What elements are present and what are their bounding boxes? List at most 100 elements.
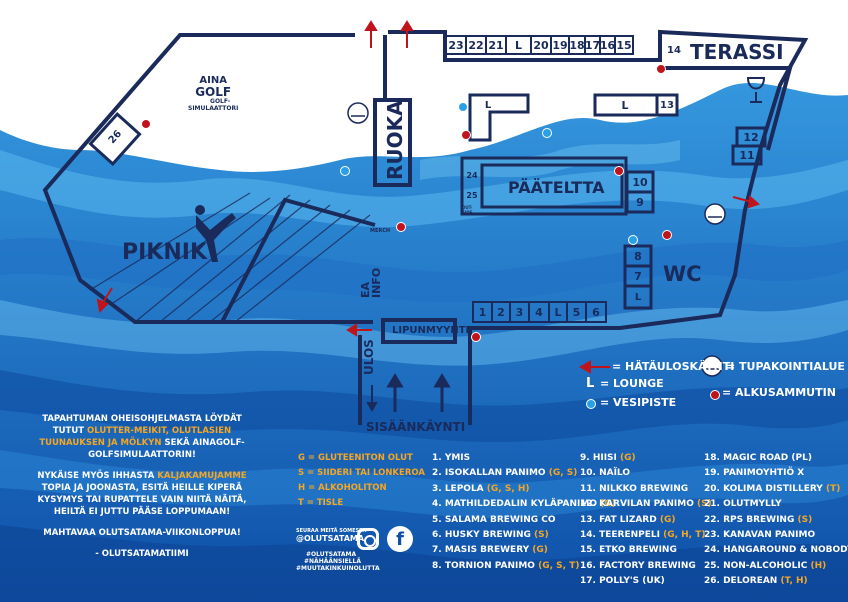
exhibitor-row: 16. FACTORY BREWING	[580, 559, 712, 574]
golf-logo-line2: GOLF	[195, 85, 232, 99]
exhibitor-row: 8. TORNION PANIMO (G, S, T)	[432, 559, 616, 574]
exhibitor-name: 2. ISOKALLAN PANIMO	[432, 468, 546, 479]
lounge-label: L	[621, 98, 629, 112]
booth-label: 10	[632, 175, 648, 189]
exhibitor-name: 3. LEPOLA	[432, 483, 484, 494]
info-p2: NYKÄISE MYÖS IHHASTA	[37, 471, 158, 481]
code-legend: G = GLUTEENITON OLUT S = SIIDERI TAI LON…	[298, 451, 425, 511]
exhibitor-row: 2. ISOKALLAN PANIMO (G, S)	[432, 466, 616, 481]
water-point-marker	[628, 235, 638, 245]
exhibitor-row: 15. ETKO BREWING	[580, 543, 712, 558]
golf-subtitle-2: SIMULAATTORI	[188, 105, 239, 112]
exhibitor-row: 13. FAT LIZARD (G)	[580, 513, 712, 528]
code-t: T = TISLE	[298, 498, 344, 508]
exhibitor-row: 20. KOLIMA DISTILLERY (T)	[704, 482, 848, 497]
social-hashtag: #OLUTSATAMA	[306, 551, 357, 558]
fire-extinguisher-marker	[614, 166, 624, 176]
booth-13[interactable]: 13	[657, 95, 677, 115]
fire-extinguisher-marker	[141, 119, 151, 129]
exhibitor-row: 24. HANGAROUND & NOBODY (S, H)	[704, 543, 848, 558]
exhibitor-name: 13. FAT LIZARD	[580, 514, 657, 525]
booth-9[interactable]: 9	[627, 192, 653, 212]
info-text: TAPAHTUMAN OHEISOHJELMASTA LÖYDÄT TUTUT …	[26, 413, 258, 569]
exhibitor-row: 3. LEPOLA (G, S, H)	[432, 482, 616, 497]
emergency-exit-top-2-icon	[400, 20, 414, 48]
emergency-exit-left-icon	[96, 287, 113, 314]
exhibitor-name: 14. TEERENPELI	[580, 530, 660, 541]
exhibitor-row: 23. KANAVAN PANIMO	[704, 528, 848, 543]
exhibitor-name: 15. ETKO BREWING	[580, 545, 677, 556]
exhibitor-row: 11. NILKKO BREWING	[580, 482, 712, 497]
area-terassi[interactable]: TERASSI	[690, 40, 784, 64]
area-piknik[interactable]: PIKNIK	[122, 240, 208, 265]
exhibitor-tag: (H)	[810, 560, 827, 571]
booth-label: 25	[466, 190, 478, 200]
lounge-center[interactable]: L	[478, 97, 498, 113]
booth-24[interactable]: 24	[464, 168, 480, 182]
exhibitor-row: 22. RPS BREWING (S)	[704, 513, 848, 528]
smoking-area-icon	[347, 102, 726, 377]
booth-6[interactable]: 6	[585, 301, 607, 323]
exhibitor-name: 10. NAÏLO	[580, 468, 630, 479]
social-hashtag: #MUUTAKINKUINOLUTTA	[296, 565, 380, 572]
exhibitor-row: 12. KARVILAN PANIMO (S)	[580, 497, 712, 512]
exhibitor-row: 21. OLUTMYLLY	[704, 497, 848, 512]
water-point-marker	[458, 102, 468, 112]
exhibitor-name: 5. SALAMA BREWING CO	[432, 514, 556, 525]
info-p1-highlight: OLUTTER-MEIKIT, OLUTLASIEN TUUNAUKSEN JA…	[39, 426, 232, 448]
facebook-icon[interactable]: f	[387, 526, 413, 552]
booth-12[interactable]: 12	[737, 128, 765, 146]
exhibitor-name: 22. RPS BREWING	[704, 514, 795, 525]
exhibitor-row: 5. SALAMA BREWING CO	[432, 513, 616, 528]
exhibitor-name: 11. NILKKO BREWING	[580, 483, 689, 494]
exit-arrow-icon	[366, 385, 378, 413]
fire-extinguisher-marker	[710, 390, 720, 400]
booth-7[interactable]: 7	[625, 266, 651, 286]
booth-outside[interactable]: OUT-SIDE	[462, 205, 482, 215]
lounge-right[interactable]: L	[615, 96, 635, 114]
golf-logo: AINA GOLF GOLF- SIMULAATTORI	[188, 76, 239, 113]
area-wc[interactable]: WC	[663, 262, 702, 286]
lounge-label: L	[484, 99, 492, 111]
exhibitor-name: 8. TORNION PANIMO	[432, 560, 535, 571]
booth-label: 8	[634, 249, 642, 263]
social-handle[interactable]: @OLUTSATAMA	[296, 534, 365, 543]
exhibitor-name: 18. MAGIC ROAD (PL)	[704, 453, 812, 463]
booth-11[interactable]: 11	[733, 146, 761, 164]
exhibitor-tag: (S)	[797, 514, 813, 525]
exhibitor-tag: (G)	[532, 545, 548, 556]
exhibitor-name: 7. MASIS BREWERY	[432, 545, 530, 556]
booth-8[interactable]: 8	[625, 246, 651, 266]
exhibitor-tag: (T, H)	[780, 576, 808, 587]
lounge-wc[interactable]: L	[625, 286, 651, 308]
exhibitor-name: 12. KARVILAN PANIMO	[580, 499, 694, 510]
exhibitor-tag: (S)	[697, 499, 712, 510]
instagram-icon[interactable]	[357, 528, 379, 550]
area-merch[interactable]: MERCH	[370, 228, 391, 234]
exhibitor-row: 18. MAGIC ROAD (PL)	[704, 451, 848, 466]
exhibitor-tag: (G, H, T)	[663, 530, 706, 541]
booth-25[interactable]: 25	[464, 188, 480, 202]
booth-label: 7	[634, 269, 642, 283]
area-sisaankaynti[interactable]: SISÄÄNKÄYNTI	[366, 420, 466, 434]
info-p2-end: TOPIA JA JOONASTA, ESITÄ HEILLE KIPERÄ K…	[37, 483, 247, 517]
booth-label: 9	[636, 195, 644, 209]
info-signature: - OLUTSATAMATIIMI	[95, 549, 189, 559]
social-hashtag: #NÄHÄÄNSIELLÄ	[304, 558, 361, 565]
booth-label: 12	[743, 130, 759, 144]
area-lipunmyynti[interactable]: LIPUNMYYNTI	[392, 325, 470, 336]
golf-subtitle-1: GOLF-	[210, 98, 231, 105]
booth-14[interactable]: 14	[663, 40, 685, 60]
booth-10[interactable]: 10	[627, 172, 653, 192]
exhibitor-name: 9. HIISI	[580, 453, 617, 463]
info-p2-highlight: KALJAKAMUJAMME	[157, 471, 247, 481]
legend-exit-icon	[578, 360, 610, 374]
booth-15[interactable]: 15	[614, 35, 634, 55]
area-paateltta[interactable]: PÄÄTELTTA	[508, 178, 605, 197]
lounge-label: L	[634, 291, 642, 303]
